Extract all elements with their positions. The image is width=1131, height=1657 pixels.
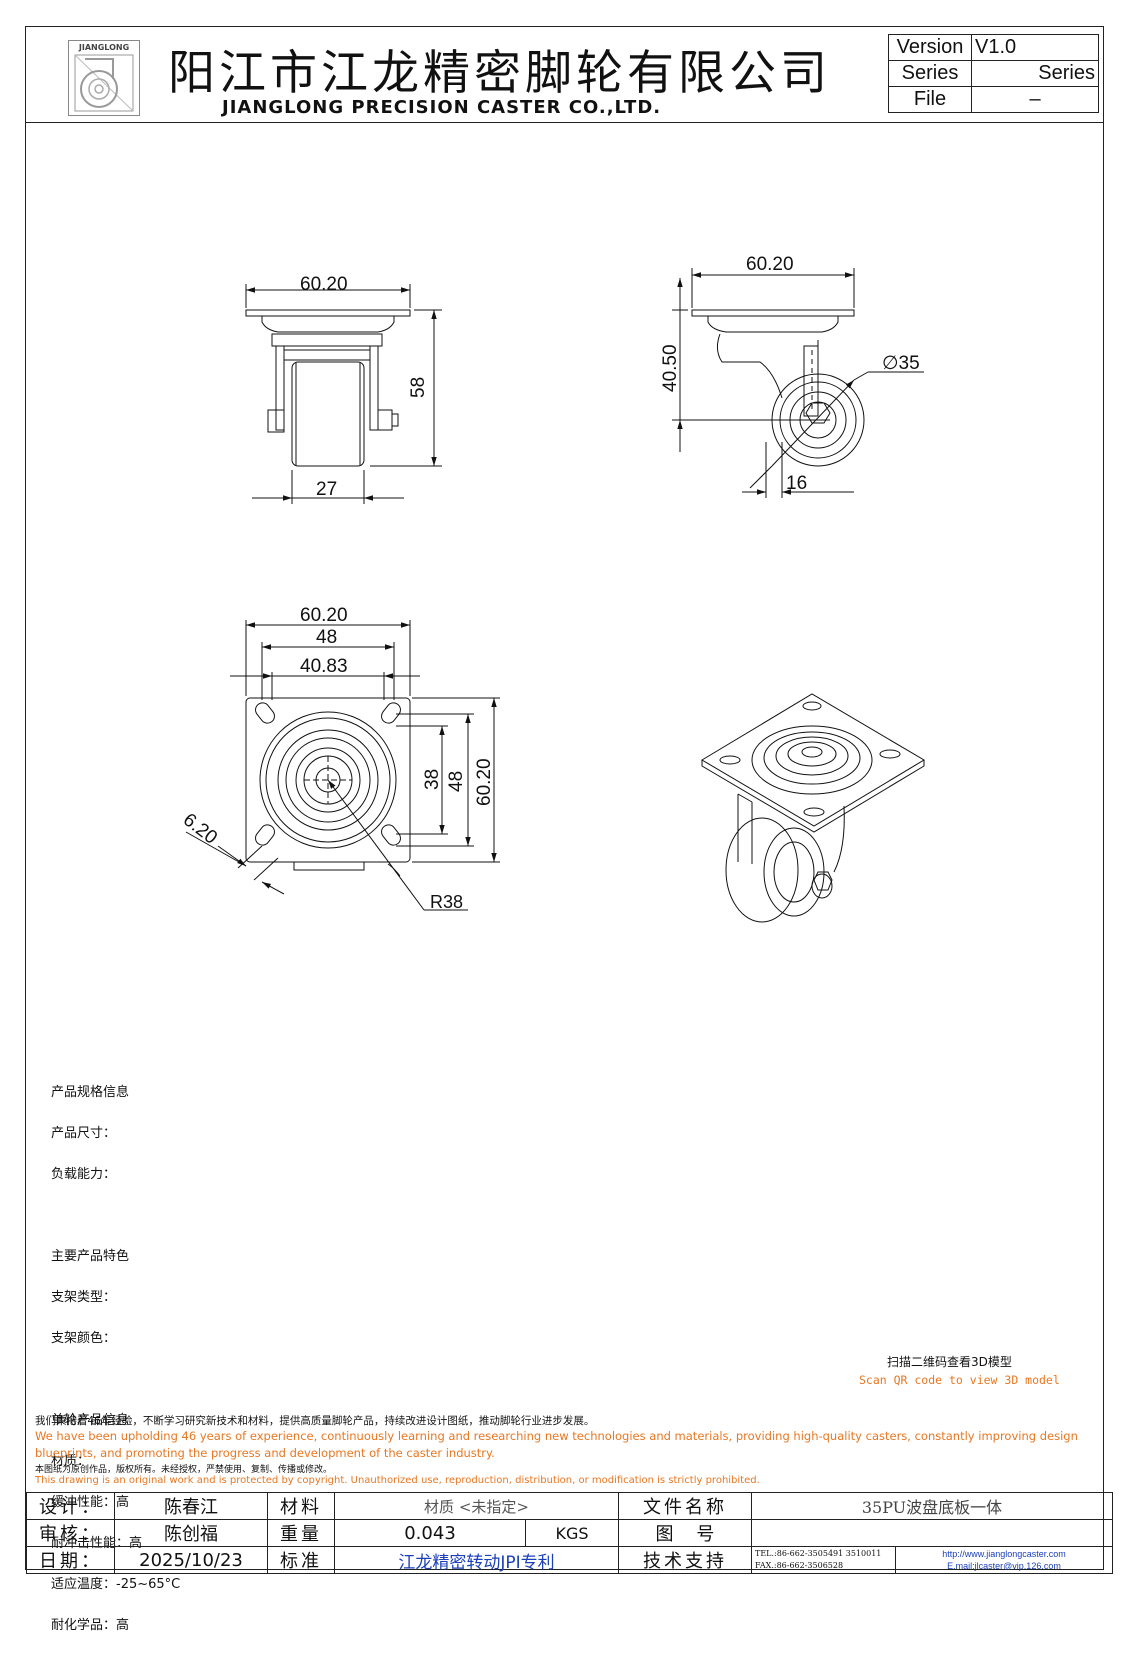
qr-caption-en: Scan QR code to view 3D model [859,1373,1060,1387]
support-label: 技术支持 [618,1546,752,1574]
material-value: 材质 <未指定> [334,1492,619,1520]
version-table: Version V1.0 Series Series File – [888,34,1099,113]
review-value: 陈创福 [114,1519,268,1547]
contact-web-cell: http://www.jianglongcaster.com E.mail:jl… [895,1546,1113,1574]
weight-value: 0.043 [334,1519,526,1547]
header-divider [25,122,1104,123]
weight-label: 重量 [267,1519,335,1547]
dim-hole-spacing-inner: 40.83 [300,656,348,677]
statement-cn-1: 我们秉持着46年经验，不断学习研究新技术和材料，提供高质量脚轮产品，持续改进设计… [35,1415,595,1427]
top-view [245,697,411,871]
statement-cn-2: 本图纸为原创作品，版权所有。未经授权，严禁使用、复制、传播或修改。 [35,1465,333,1475]
drawing-no-label: 图 号 [618,1519,752,1547]
date-label: 日期： [26,1546,115,1574]
statement-en-1b: blueprints, and promoting the progress a… [35,1446,495,1460]
weight-unit: KGS [525,1519,619,1547]
dim-front-width: 60.20 [300,274,348,295]
file-name-value: 35PU波盘底板一体 [751,1492,1113,1520]
company-logo: JIANGLONG [68,40,140,116]
dim-front-height: 58 [408,377,429,398]
version-value: V1.0 [971,34,1099,61]
statement-en-1a: We have been upholding 46 years of exper… [35,1429,1078,1443]
file-name-label: 文件名称 [618,1492,752,1520]
title-block: 设计： 陈春江 材料 材质 <未指定> 文件名称 35PU波盘底板一体 审核： … [26,1492,1113,1574]
spec-temperature: 适应温度：-25~65°C [51,1576,181,1592]
dim-slot-width: 6.20 [179,809,221,848]
design-label: 设计： [26,1492,115,1520]
tel: TEL.:86-662-3505491 3510011 [755,1549,882,1558]
statement-en-2: This drawing is an original work and is … [35,1475,760,1486]
company-name-cn: 阳江市江龙精密脚轮有限公司 [168,46,831,101]
spec-section1-title: 产品规格信息 [51,1084,130,1100]
side-view [691,309,865,467]
logo-text: JIANGLONG [78,43,130,52]
dim-top-v60: 60.20 [474,758,495,806]
front-view [245,309,411,467]
dim-side-width: 60.20 [746,254,794,275]
series-value: Series [971,60,1099,87]
review-label: 审核： [26,1519,115,1547]
dim-wheel-diameter: ∅35 [882,353,920,374]
spec-bracket-color: 支架颜色： [51,1330,117,1346]
series-label: Series [888,60,972,87]
qr-caption-cn: 扫描二维码查看3D模型 [887,1355,1012,1369]
website-link[interactable]: http://www.jianglongcaster.com [942,1549,1066,1559]
standard-label: 标准 [267,1546,335,1574]
spec-chemical: 耐化学品：高 [51,1617,130,1633]
company-name-en: JIANGLONG PRECISION CASTER CO.,LTD. [222,97,662,118]
spec-section2-title: 主要产品特色 [51,1248,130,1264]
contact-phone-cell: TEL.:86-662-3505491 3510011 FAX.:86-662-… [751,1546,896,1574]
date-value: 2025/10/23 [114,1546,268,1574]
version-label: Version [888,34,972,61]
file-label: File [888,86,972,113]
dim-side-height: 40.50 [660,344,681,392]
file-value: – [971,86,1099,113]
spec-bracket-type: 支架类型： [51,1289,117,1305]
material-label: 材料 [267,1492,335,1520]
email-link[interactable]: E.mail:jlcaster@vip.126.com [947,1561,1061,1571]
dim-top-v48: 48 [446,771,467,792]
spec-material: 材质： [51,1453,91,1469]
dim-top-v38: 38 [422,769,443,790]
spec-load: 负载能力： [51,1166,117,1182]
dim-top-width: 60.20 [300,605,348,626]
spec-size: 产品尺寸： [51,1125,117,1141]
design-value: 陈春江 [114,1492,268,1520]
standard-value: 江龙精密转动JPI专利 [334,1546,619,1574]
spec-section3-title: 单轮产品信息 [51,1412,130,1428]
caster-logo-icon [74,54,134,112]
isometric-view [701,693,925,923]
technical-drawing: 60.20 58 27 60.20 40.50 ∅35 16 60.20 48 … [179,254,925,923]
dim-front-wheel-width: 27 [316,479,337,500]
dim-swivel-radius: R38 [430,892,463,912]
dim-side-offset: 16 [786,473,807,494]
drawing-no-value [751,1519,1113,1547]
dim-hole-spacing: 48 [316,627,337,648]
fax: FAX.:86-662-3506528 [755,1561,844,1570]
